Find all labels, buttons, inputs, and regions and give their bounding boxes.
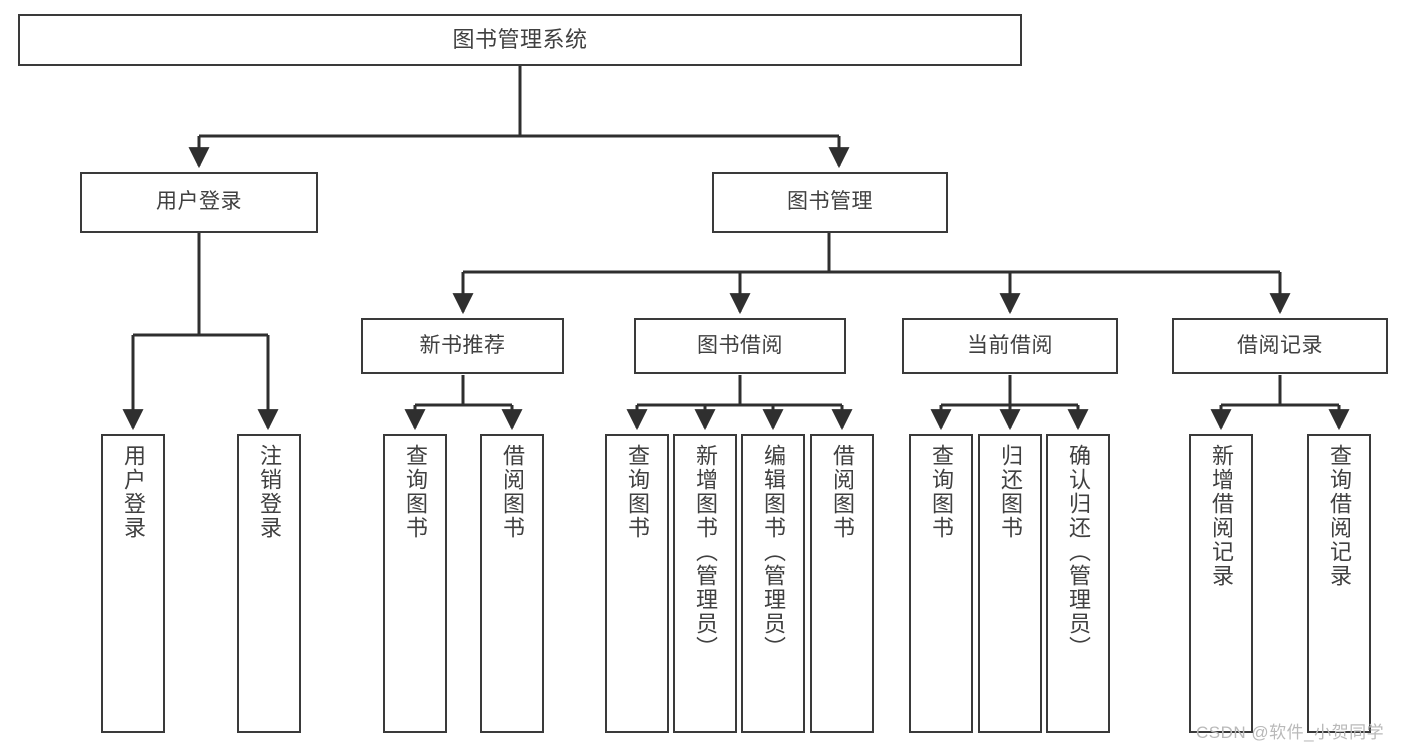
node-user-login[interactable]: 用户登录 <box>80 172 318 233</box>
node-leaf-cb-confirm-return[interactable]: 确认归还（管理员） <box>1046 434 1110 733</box>
node-leaf-cb-return-book[interactable]: 归还图书 <box>978 434 1042 733</box>
node-book-borrow-label: 图书借阅 <box>697 333 783 357</box>
node-book-management-label: 图书管理 <box>787 190 873 214</box>
node-leaf-nb-query-book-label: 查询图书 <box>403 444 428 540</box>
node-leaf-br-query-record-label: 查询借阅记录 <box>1327 444 1352 588</box>
node-leaf-bb-query-book-label: 查询图书 <box>625 444 650 540</box>
node-root-system-label: 图书管理系统 <box>452 27 588 53</box>
node-new-book-recommend[interactable]: 新书推荐 <box>361 318 564 374</box>
node-current-borrow-label: 当前借阅 <box>967 333 1053 357</box>
node-leaf-nb-borrow-book[interactable]: 借阅图书 <box>480 434 544 733</box>
node-leaf-logout[interactable]: 注销登录 <box>237 434 301 733</box>
node-leaf-cb-query-book-label: 查询图书 <box>929 444 954 540</box>
node-leaf-br-add-record-label: 新增借阅记录 <box>1209 444 1234 588</box>
node-user-login-label: 用户登录 <box>156 190 242 214</box>
node-leaf-cb-return-book-label: 归还图书 <box>998 444 1023 540</box>
node-book-borrow[interactable]: 图书借阅 <box>634 318 846 374</box>
node-root-system[interactable]: 图书管理系统 <box>18 14 1022 66</box>
node-leaf-user-login[interactable]: 用户登录 <box>101 434 165 733</box>
node-leaf-bb-edit-book[interactable]: 编辑图书（管理员） <box>741 434 805 733</box>
node-leaf-logout-label: 注销登录 <box>257 444 282 540</box>
node-leaf-cb-confirm-return-label: 确认归还（管理员） <box>1066 444 1091 660</box>
node-leaf-nb-borrow-book-label: 借阅图书 <box>500 444 525 540</box>
node-leaf-user-login-label: 用户登录 <box>121 444 146 540</box>
node-borrow-record[interactable]: 借阅记录 <box>1172 318 1388 374</box>
node-current-borrow[interactable]: 当前借阅 <box>902 318 1118 374</box>
node-leaf-bb-query-book[interactable]: 查询图书 <box>605 434 669 733</box>
node-new-book-recommend-label: 新书推荐 <box>419 333 506 357</box>
node-leaf-cb-query-book[interactable]: 查询图书 <box>909 434 973 733</box>
node-leaf-bb-add-book-label: 新增图书（管理员） <box>693 444 718 660</box>
node-leaf-bb-borrow-book-label: 借阅图书 <box>830 444 855 540</box>
node-leaf-br-query-record[interactable]: 查询借阅记录 <box>1307 434 1371 733</box>
node-borrow-record-label: 借阅记录 <box>1237 333 1323 357</box>
node-leaf-bb-borrow-book[interactable]: 借阅图书 <box>810 434 874 733</box>
node-book-management[interactable]: 图书管理 <box>712 172 948 233</box>
csdn-watermark: CSDN @软件_小贺同学 <box>1196 723 1385 742</box>
node-leaf-br-add-record[interactable]: 新增借阅记录 <box>1189 434 1253 733</box>
node-leaf-nb-query-book[interactable]: 查询图书 <box>383 434 447 733</box>
node-leaf-bb-edit-book-label: 编辑图书（管理员） <box>761 444 786 660</box>
node-leaf-bb-add-book[interactable]: 新增图书（管理员） <box>673 434 737 733</box>
